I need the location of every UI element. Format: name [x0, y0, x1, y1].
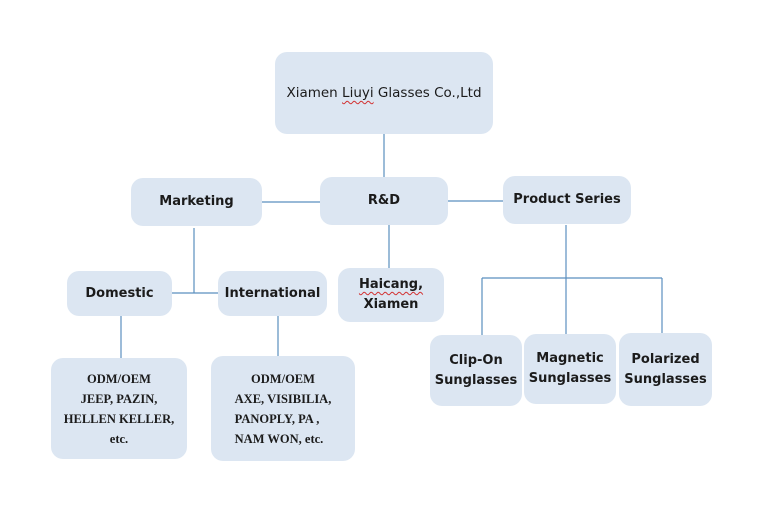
international-brand-line: PANOPLY, PA ,	[234, 411, 320, 426]
product-series-box: Product Series	[503, 176, 631, 224]
polarized-line1: Polarized	[631, 351, 700, 367]
rnd-label: R&D	[367, 193, 401, 208]
international-brands-box: ODM/OEM AXE, VISIBILIA, PANOPLY, PA , NA…	[211, 356, 355, 461]
company-name: Xiamen Liuyi Glasses Co.,Ltd	[286, 83, 481, 103]
marketing-label: Marketing	[159, 194, 234, 209]
domestic-brand-line: etc.	[109, 431, 129, 446]
clip-on-box: Clip-On Sunglasses	[430, 335, 522, 406]
company-name-mid: Liuyi	[342, 85, 374, 101]
international-brand-line: ODM/OEM	[251, 371, 315, 386]
polarized-line2: Sunglasses	[624, 371, 707, 387]
marketing-box: Marketing	[131, 178, 262, 226]
haicang-line2: Xiamen	[363, 297, 419, 312]
company-name-suffix: Glasses Co.,Ltd	[377, 85, 482, 101]
clip-on-line1: Clip-On	[449, 352, 503, 368]
domestic-brand-line: HELLEN KELLER,	[63, 411, 175, 426]
haicang-line1: Haicang,	[358, 277, 424, 292]
domestic-brand-line: JEEP, PAZIN,	[80, 391, 158, 406]
rnd-box: R&D	[320, 177, 448, 225]
international-brand-line: AXE, VISIBILIA,	[234, 391, 332, 406]
clip-on-line2: Sunglasses	[434, 372, 518, 388]
company-name-prefix: Xiamen	[286, 85, 338, 101]
polarized-box: Polarized Sunglasses	[619, 333, 712, 406]
haicang-box: Haicang, Xiamen	[338, 268, 444, 322]
international-box: International	[218, 271, 327, 316]
magnetic-line2: Sunglasses	[528, 371, 612, 386]
domestic-box: Domestic	[67, 271, 172, 316]
magnetic-box: Magnetic Sunglasses	[524, 334, 616, 404]
product-series-label: Product Series	[513, 192, 621, 207]
domestic-brands-box: ODM/OEM JEEP, PAZIN, HELLEN KELLER, etc.	[51, 358, 187, 459]
international-label: International	[224, 285, 321, 301]
domestic-label: Domestic	[85, 285, 154, 301]
magnetic-line1: Magnetic	[536, 351, 604, 366]
domestic-brand-line: ODM/OEM	[87, 371, 151, 386]
international-brand-line: NAM WON, etc.	[234, 431, 324, 446]
company-box: Xiamen Liuyi Glasses Co.,Ltd	[275, 52, 493, 134]
